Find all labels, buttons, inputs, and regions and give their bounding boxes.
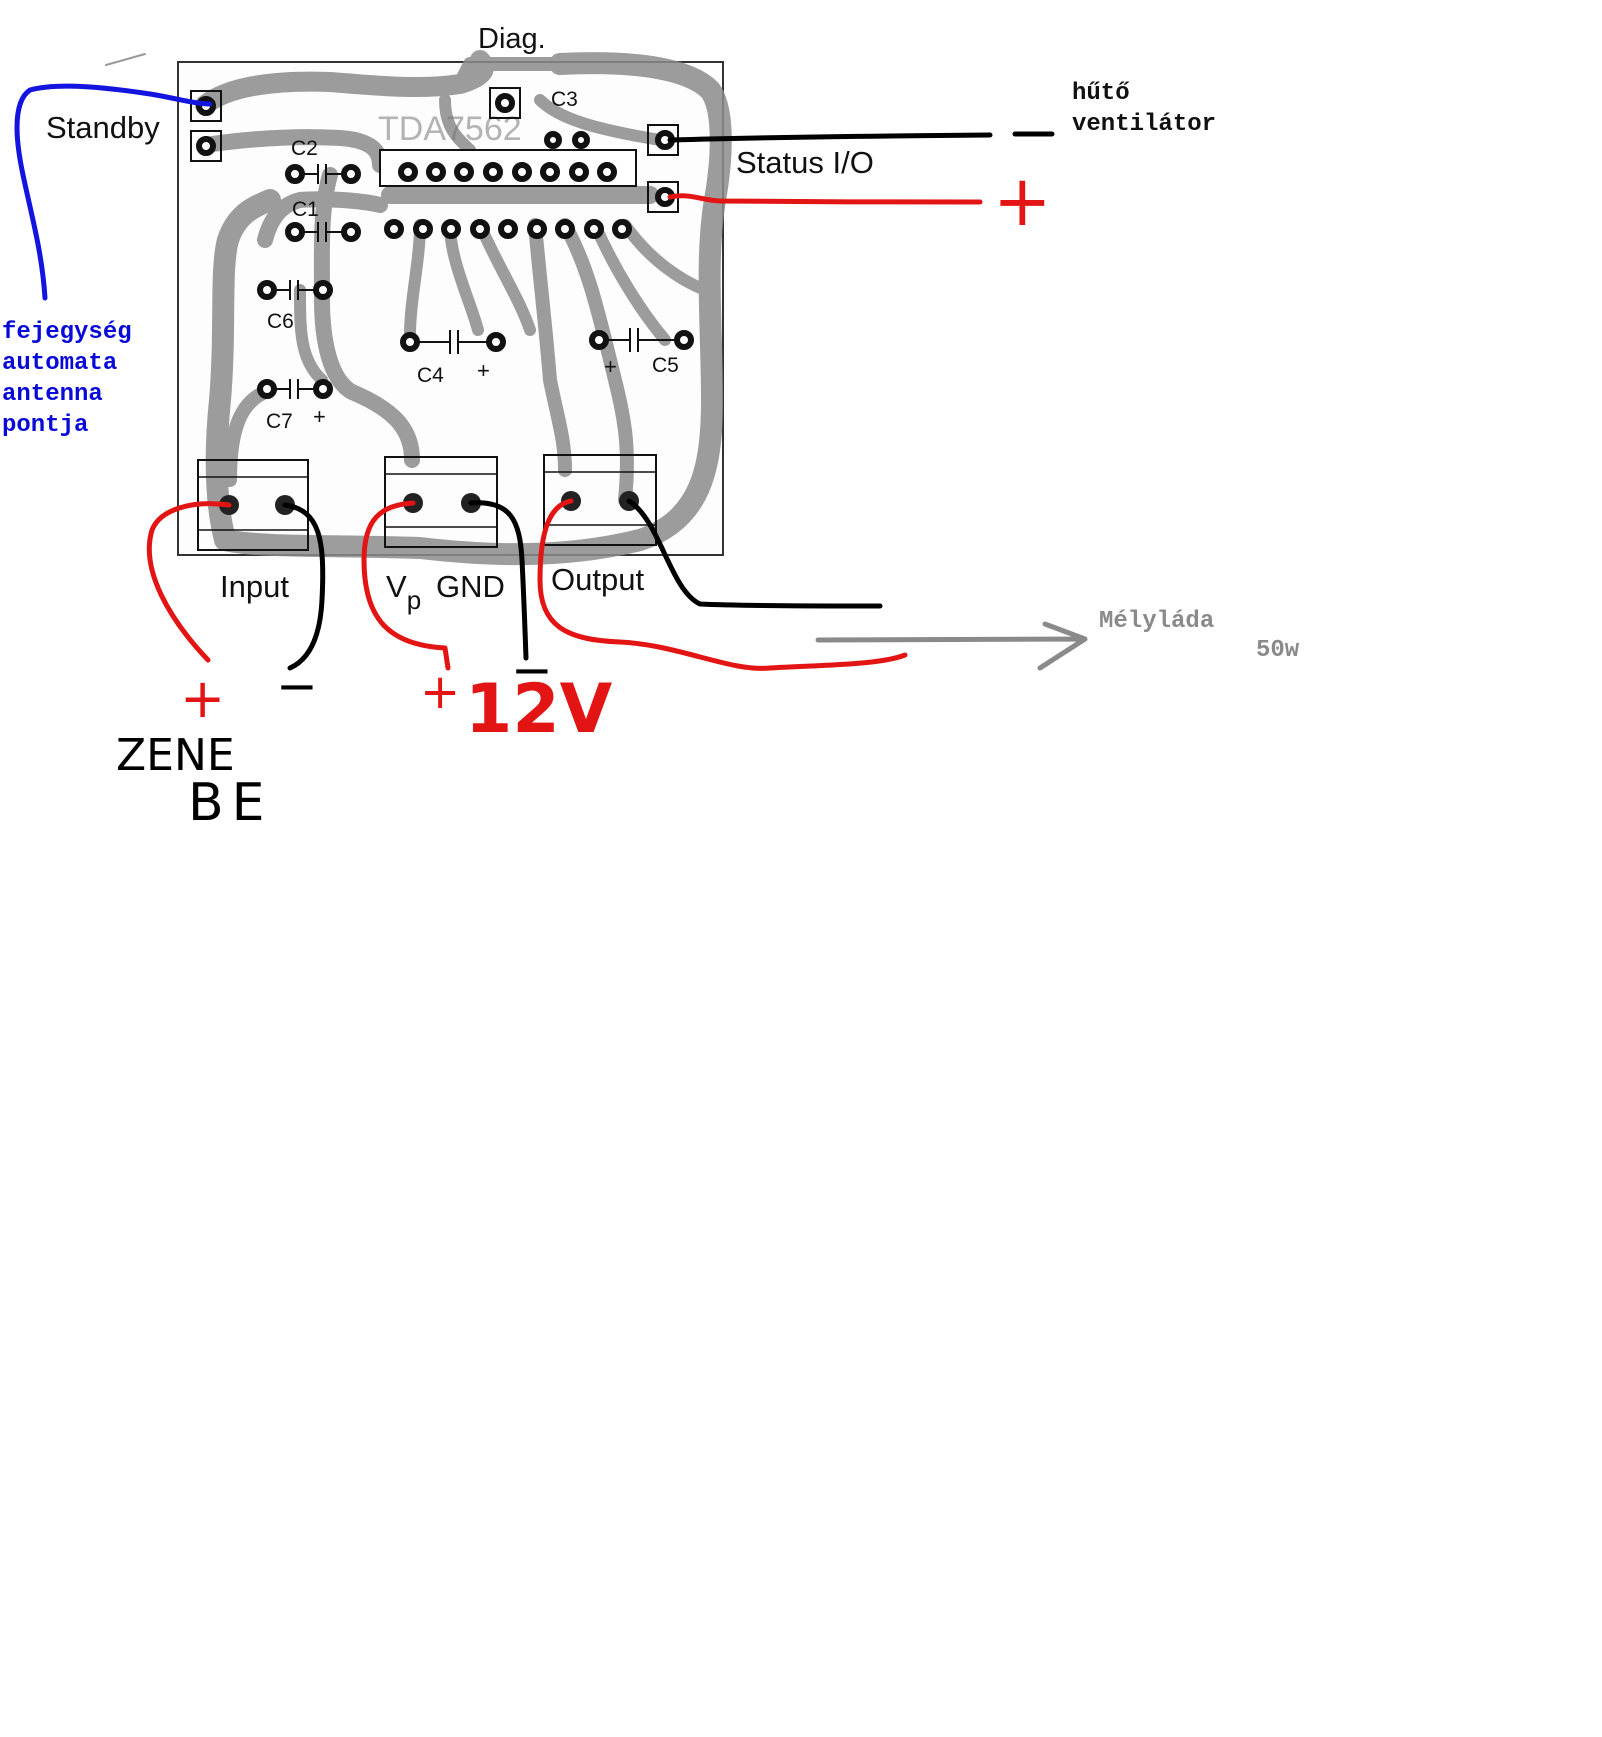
ic-body — [379, 149, 637, 187]
status-io-label: Status I/O — [736, 145, 874, 180]
standby-label: Standby — [46, 110, 160, 145]
vp-plus-sign: + — [420, 664, 460, 720]
red-output-wire — [537, 498, 908, 671]
fan-note-line2: ventilátor — [1072, 111, 1216, 138]
red-input-wire — [146, 501, 232, 663]
sub-note-line1: Mélyláda — [1099, 608, 1214, 635]
input-label: Input — [220, 569, 289, 604]
be-label: BE — [188, 773, 273, 833]
sub-note-line2: 50w — [1256, 637, 1300, 664]
antenna-note-line4: pontja — [2, 412, 88, 439]
antenna-note-line3: antenna — [2, 381, 103, 408]
standby-pad-square-1 — [190, 90, 222, 122]
gnd-label: GND — [436, 569, 505, 604]
capacitor-symbols — [274, 164, 677, 399]
ic-pins-top — [398, 162, 617, 182]
standby-pad-square-2 — [190, 130, 222, 162]
antenna-note-line1: fejegység — [2, 319, 132, 346]
diag-pad-square — [489, 87, 521, 119]
pen-scratch — [105, 53, 146, 66]
vp-label: Vp — [386, 569, 421, 615]
cap-c4-label: C4 — [417, 364, 444, 387]
cap-c4-plus: + — [477, 358, 490, 383]
voltage-label: 12V — [465, 670, 613, 749]
gnd-minus-sign: − — [511, 641, 553, 699]
cap-c5-plus: + — [604, 354, 617, 379]
black-gnd-wire — [468, 500, 529, 661]
diag-label: Diag. — [478, 23, 546, 55]
cap-c3-label: C3 — [551, 88, 578, 111]
wires — [14, 53, 1088, 671]
blue-antenna-wire — [14, 83, 213, 301]
black-fan-wire — [667, 132, 993, 143]
ic-label: TDA7562 — [378, 110, 522, 148]
antenna-note-line2: automata — [2, 350, 117, 377]
black-input-wire — [282, 502, 326, 671]
cap-c7-label: C7 — [266, 410, 293, 433]
pcb-board: TDA7562 — [46, 23, 874, 615]
ic-pins-bottom — [384, 219, 632, 239]
red-vp-wire — [361, 500, 451, 671]
output-label: Output — [551, 562, 644, 597]
cap-c6-label: C6 — [267, 310, 294, 333]
antenna-note: fejegység automata antenna pontja — [2, 319, 132, 439]
cap-c1-label: C1 — [292, 198, 319, 221]
black-output-wire — [626, 498, 883, 609]
cap-c2-label: C2 — [291, 137, 318, 160]
status-plus-sign: + — [993, 160, 1052, 242]
subwoofer-arrow — [815, 621, 1088, 671]
cap-c5-label: C5 — [652, 354, 679, 377]
input-plus-sign: + — [180, 667, 225, 730]
input-minus-sign: − — [276, 657, 318, 715]
vp-subscript: p — [407, 585, 421, 615]
cap-c7-plus: + — [313, 404, 326, 429]
red-status-wire — [667, 193, 983, 205]
zene-label: ZENE — [116, 730, 235, 781]
fan-note-line1: hűtő — [1072, 80, 1130, 107]
